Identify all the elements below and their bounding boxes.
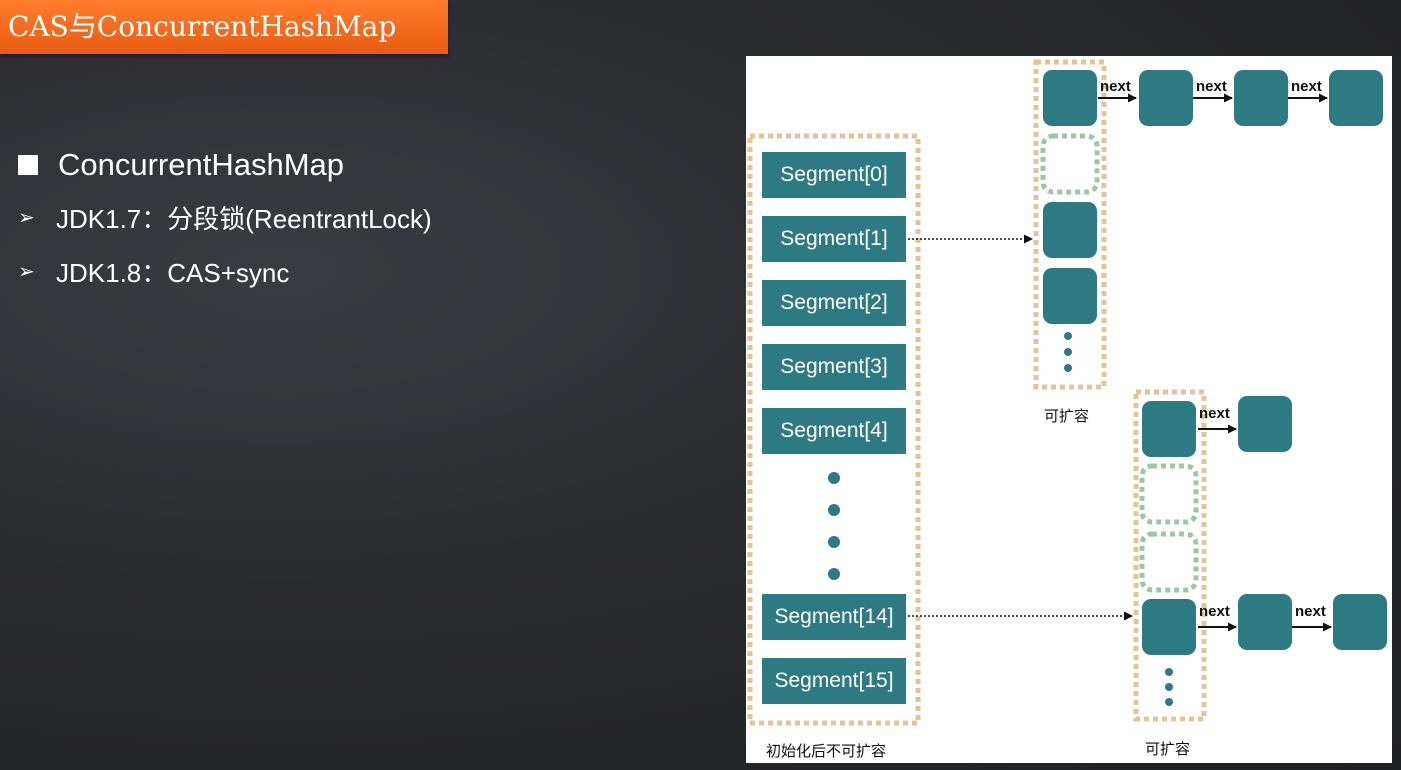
next-label: next <box>1291 78 1322 95</box>
hash-entry-node <box>1043 202 1097 258</box>
segment-box: Segment[3] <box>762 344 906 390</box>
linked-node <box>1238 594 1292 650</box>
segment-box: Segment[4] <box>762 408 906 454</box>
square-bullet-icon <box>18 155 38 175</box>
ellipsis-dot <box>1165 683 1173 691</box>
slide-title: CAS与ConcurrentHashMap <box>8 10 397 43</box>
empty-slot <box>1040 133 1100 195</box>
next-label: next <box>1199 603 1230 620</box>
arrow-bullet-icon: ➢ <box>18 206 35 229</box>
hash-entry-node <box>1142 401 1196 457</box>
ellipsis-dot <box>1064 348 1072 356</box>
segment-box: Segment[2] <box>762 280 906 326</box>
ellipsis-dot <box>828 504 840 516</box>
bullet-item-text: JDK1.8：CAS+sync <box>56 257 290 288</box>
ellipsis-dot <box>1165 698 1173 706</box>
bullet-main-text: ConcurrentHashMap <box>58 147 345 182</box>
diagram-lines <box>747 59 1332 726</box>
ellipsis-dot <box>828 536 840 548</box>
segment-box: Segment[14] <box>762 594 906 640</box>
hash-entry-node <box>1043 268 1097 324</box>
ellipsis-dot <box>1064 332 1072 340</box>
arrow-bullet-icon: ➢ <box>18 260 35 283</box>
linked-node <box>1333 594 1387 650</box>
empty-slot <box>1139 531 1199 593</box>
next-label: next <box>1295 603 1326 620</box>
segment-diagram: Segment[0] Segment[1] Segment[2] Segment… <box>746 56 1392 763</box>
next-label: next <box>1199 405 1230 422</box>
ellipsis-dot <box>1064 364 1072 372</box>
caption-expandable-top: 可扩容 <box>1044 408 1090 425</box>
hash-entry-node <box>1142 599 1196 655</box>
next-label: next <box>1100 78 1131 95</box>
caption-segments-fixed: 初始化后不可扩容 <box>766 743 887 760</box>
linked-node <box>1329 70 1383 126</box>
linked-node <box>1234 70 1288 126</box>
next-label: next <box>1196 78 1227 95</box>
ellipsis-dot <box>828 472 840 484</box>
bullet-item: ➢ JDK1.8：CAS+sync <box>18 244 432 298</box>
bullet-item-text: JDK1.7：分段锁(ReentrantLock) <box>56 203 432 234</box>
hash-array-border-top <box>1033 59 1107 390</box>
empty-slot <box>1139 463 1199 525</box>
caption-expandable-bottom: 可扩容 <box>1145 741 1191 758</box>
slide-title-bar: CAS与ConcurrentHashMap <box>0 0 448 54</box>
segment-box: Segment[1] <box>762 216 906 262</box>
hash-entry-node <box>1043 70 1097 126</box>
segment-box: Segment[15] <box>762 658 906 704</box>
segment-box: Segment[0] <box>762 152 906 198</box>
bullet-item: ➢ JDK1.7：分段锁(ReentrantLock) <box>18 190 432 244</box>
bullet-list: ConcurrentHashMap ➢ JDK1.7：分段锁(Reentrant… <box>18 140 432 298</box>
ellipsis-dot <box>1165 668 1173 676</box>
segment-array-border <box>747 133 921 726</box>
linked-node <box>1139 70 1193 126</box>
ellipsis-dot <box>828 568 840 580</box>
bullet-main: ConcurrentHashMap <box>18 140 432 190</box>
linked-node <box>1238 396 1292 452</box>
